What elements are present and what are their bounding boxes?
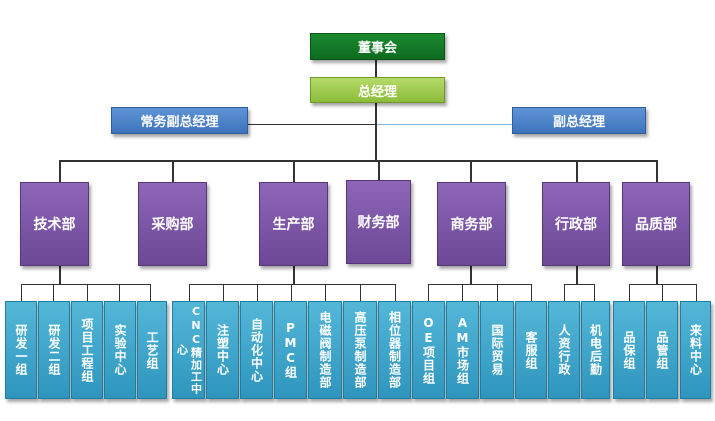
group-tech-2: 研发二组 (38, 301, 70, 399)
group-tech-1: 研发一组 (5, 301, 37, 399)
group-biz-1: OE项目组 (412, 301, 445, 399)
connector-qa-g2 (662, 284, 663, 301)
group-prod-4: PMC组 (274, 301, 307, 399)
connector-tech-g4 (119, 284, 120, 301)
connector-prod-bus (189, 284, 395, 285)
group-tech-4: 实验中心 (104, 301, 136, 399)
group-biz-3: 国际贸易 (480, 301, 514, 399)
connector-biz-down (470, 266, 472, 284)
connector-board-gm (375, 60, 377, 78)
connector-dept-5 (470, 160, 472, 182)
deputy-node: 副总经理 (512, 107, 646, 134)
dept-production: 生产部 (259, 182, 328, 266)
group-prod-6: 高压泵制造部 (343, 301, 377, 399)
dept-quality: 品质部 (622, 182, 690, 266)
connector-admin-g1 (564, 284, 565, 301)
group-qa-3: 来料中心 (680, 301, 711, 399)
board-node: 董事会 (310, 33, 445, 60)
connector-dept-7 (656, 160, 658, 182)
connector-prod-g7 (395, 284, 396, 301)
dept-purchase: 采购部 (138, 182, 207, 266)
group-prod-7: 相位器制造部 (378, 301, 411, 399)
connector-tech-down (59, 266, 61, 284)
connector-gm-trunk (375, 103, 377, 160)
connector-dept-6 (576, 160, 578, 182)
connector-admin-down (576, 266, 578, 284)
connector-tech-bus (21, 284, 150, 285)
group-biz-4: 客服组 (515, 301, 547, 399)
group-admin-2: 机电后勤 (581, 301, 610, 399)
connector-tech-g3 (87, 284, 88, 301)
group-prod-3: 自动化中心 (240, 301, 273, 399)
connector-biz-g2 (462, 284, 463, 301)
connector-dept-1 (59, 160, 61, 182)
group-prod-5: 电磁阀制造部 (308, 301, 342, 399)
group-tech-5: 工艺组 (137, 301, 167, 399)
group-prod-2: 注塑中心 (206, 301, 239, 399)
connector-dept-4 (378, 160, 380, 182)
connector-qa-g3 (696, 284, 697, 301)
dept-admin: 行政部 (542, 182, 610, 266)
connector-tech-g5 (150, 284, 151, 301)
connector-dept-2 (172, 160, 174, 182)
group-qa-1: 品保组 (613, 301, 645, 399)
group-qa-2: 品管组 (646, 301, 678, 399)
deputy-exec-node: 常务副总经理 (111, 107, 248, 134)
connector-tech-g2 (53, 284, 54, 301)
connector-prod-g2 (223, 284, 224, 301)
connector-admin-g2 (594, 284, 595, 301)
group-admin-1: 人资行政 (548, 301, 580, 399)
connector-prod-down (293, 266, 295, 284)
connector-deputy-exec (248, 124, 376, 125)
connector-qa-g1 (629, 284, 630, 301)
connector-admin-bus (564, 284, 594, 285)
dept-business: 商务部 (437, 182, 506, 266)
group-prod-1: CNC精加工中心 (172, 301, 205, 399)
group-biz-2: AM市场组 (446, 301, 479, 399)
group-tech-3: 项目工程组 (71, 301, 103, 399)
connector-biz-g1 (428, 284, 429, 301)
connector-prod-g1 (189, 284, 190, 301)
connector-deputy (377, 124, 512, 125)
connector-prod-g6 (360, 284, 361, 301)
connector-biz-bus (428, 284, 531, 285)
connector-biz-g3 (497, 284, 498, 301)
connector-dept-bus (59, 160, 658, 162)
connector-prod-g5 (325, 284, 326, 301)
connector-prod-g3 (257, 284, 258, 301)
connector-biz-g4 (531, 284, 532, 301)
connector-tech-g1 (21, 284, 22, 301)
connector-dept-3 (293, 160, 295, 182)
connector-qa-down (656, 266, 658, 284)
connector-prod-g4 (291, 284, 292, 301)
dept-tech: 技术部 (20, 182, 89, 266)
gm-node: 总经理 (310, 77, 445, 103)
dept-finance: 财务部 (346, 180, 411, 264)
